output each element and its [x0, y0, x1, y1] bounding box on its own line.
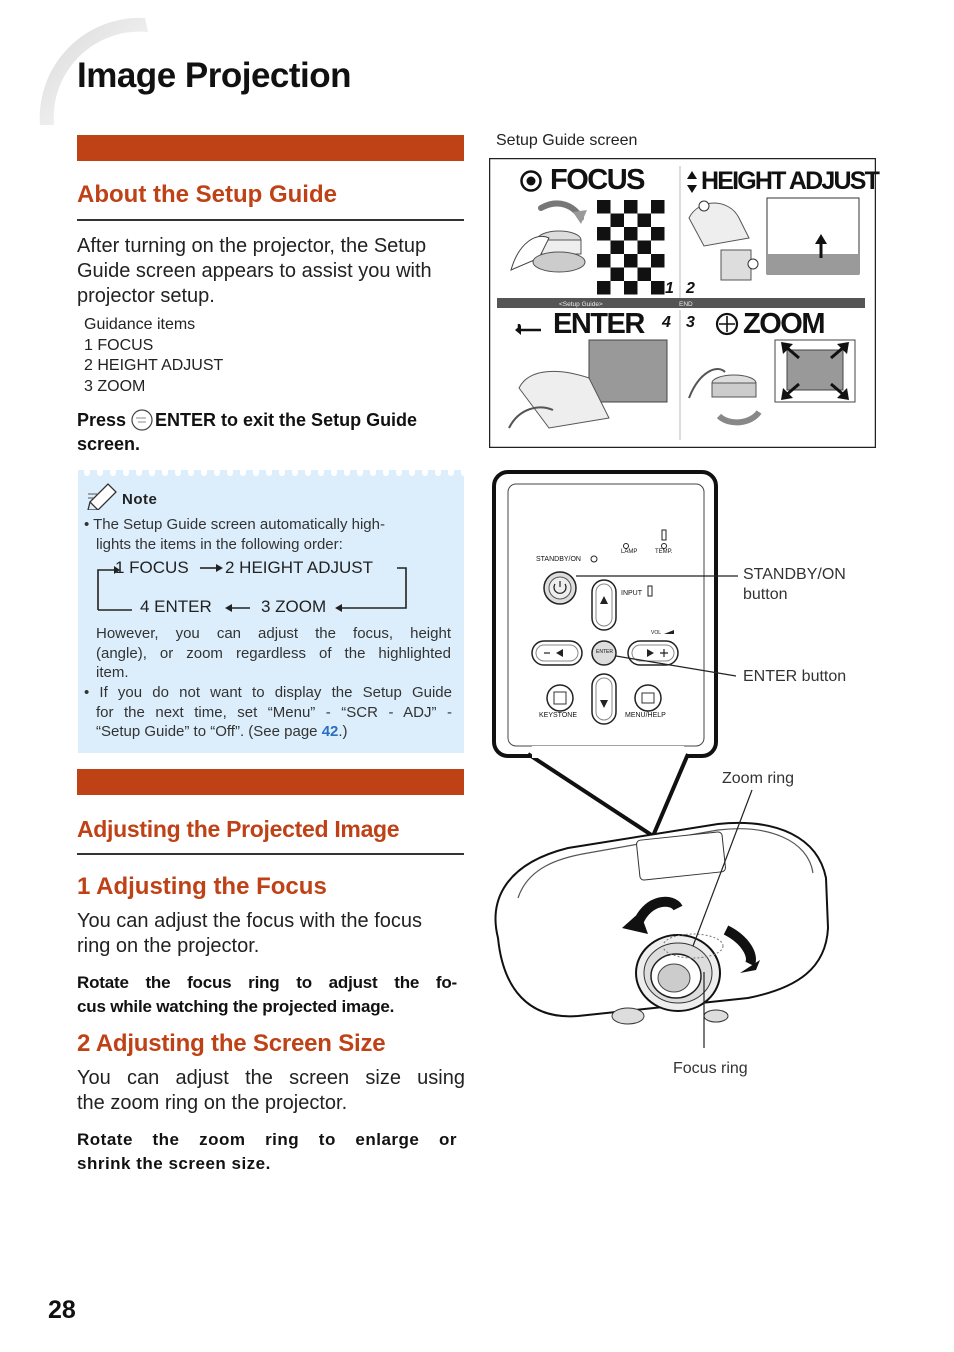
highlight-order-diagram	[97, 564, 407, 612]
svg-text:<Setup Guide>: <Setup Guide>	[559, 301, 603, 308]
svg-text:3: 3	[686, 314, 695, 331]
zoom-ring-callout: Zoom ring	[722, 770, 795, 787]
focus-ring-callout: Focus ring	[673, 1060, 748, 1077]
guide-height-label: HEIGHT ADJUST	[701, 167, 880, 195]
setup-guide-heading: About the Setup Guide	[77, 181, 337, 208]
guide-screen-caption: Setup Guide screen	[496, 132, 638, 149]
focus-text: You can adjust the focus with the focus …	[77, 910, 423, 957]
corner-arc-decoration	[39, 17, 148, 125]
svg-text:4: 4	[661, 314, 671, 331]
page-number: 28	[48, 1296, 76, 1324]
standby-button-callout: STANDBY/ON button	[743, 566, 846, 603]
guide-focus-label: FOCUS	[550, 164, 646, 196]
panel-enter-label: ENTER	[596, 649, 613, 655]
size-text: You can adjust the screen size using the…	[77, 1067, 465, 1114]
svg-text:1: 1	[665, 280, 674, 297]
heading-rule-2	[77, 853, 464, 855]
panel-keystone-label: KEYSTONE	[539, 712, 577, 719]
size-instruction: Rotate the zoom ring to enlarge or shrin…	[77, 1130, 457, 1173]
page-title: Image Projection	[77, 56, 352, 95]
panel-menu-label: MENU/HELP	[625, 712, 666, 719]
page-42-link[interactable]: 42	[321, 723, 339, 740]
guide-enter-label: ENTER	[553, 308, 645, 340]
panel-temp-label: TEMP.	[655, 549, 673, 555]
note-however: However, you can adjust the focus, heigh…	[96, 625, 451, 681]
flow-focus: 1 FOCUS	[115, 558, 189, 577]
setup-guide-intro: After turning on the projector, the Setu…	[77, 235, 432, 307]
press-enter-instruction: Press ENTER to exit the Setup Guide scre…	[77, 409, 418, 454]
note-bullet-2: • If you do not want to display the Setu…	[84, 684, 452, 740]
enter-button-callout: ENTER button	[743, 668, 847, 685]
adjusting-heading: Adjusting the Projected Image	[77, 816, 400, 842]
size-heading: 2 Adjusting the Screen Size	[77, 1030, 386, 1057]
svg-text:END: END	[679, 301, 693, 308]
panel-standby-label: STANDBY/ON	[536, 556, 581, 563]
panel-vol-label: VOL	[651, 630, 662, 636]
checkerboard-pattern	[597, 200, 665, 295]
flow-enter: 4 ENTER	[140, 597, 212, 616]
note-label: Note	[122, 491, 158, 508]
heading-rule	[77, 219, 464, 221]
guidance-items: Guidance items 1 FOCUS 2 HEIGHT ADJUST 3…	[84, 316, 224, 395]
pencil-note-icon	[87, 483, 117, 510]
panel-lamp-label: LAMP	[621, 549, 638, 555]
note-box	[78, 470, 464, 753]
projector-illustration	[492, 470, 830, 1048]
note-bullet-1: • The Setup Guide screen automatically h…	[84, 516, 385, 553]
section-bar	[77, 135, 464, 161]
flow-height: 2 HEIGHT ADJUST	[225, 558, 373, 577]
guide-zoom-label: ZOOM	[743, 308, 826, 340]
focus-instruction: Rotate the focus ring to adjust the fo- …	[77, 973, 457, 1016]
flow-zoom: 3 ZOOM	[261, 597, 327, 616]
note-scallop-border	[78, 466, 464, 480]
section-bar-2	[77, 769, 464, 795]
enter-button-icon	[131, 409, 153, 431]
focus-heading: 1 Adjusting the Focus	[77, 873, 327, 900]
setup-guide-screen-illustration: 1 2 4 3 <Setup Guide> END	[489, 158, 876, 448]
panel-input-label: INPUT	[621, 590, 642, 597]
svg-text:2: 2	[685, 280, 695, 297]
